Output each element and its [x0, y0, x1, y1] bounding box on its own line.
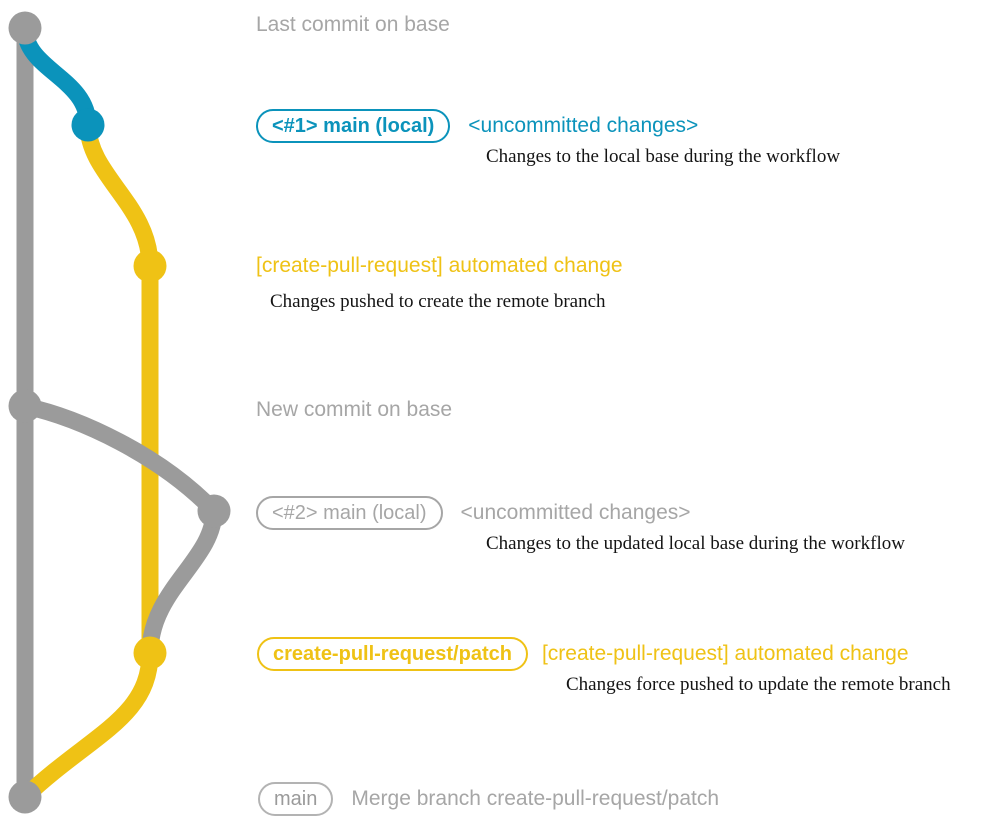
automated-change-2-subtext: Changes force pushed to update the remot…	[566, 674, 951, 695]
automated-change-1-subtext: Changes pushed to create the remote bran…	[270, 291, 606, 312]
node-local-commit-2[interactable]	[197, 494, 231, 528]
node-patch-commit-2[interactable]	[133, 636, 167, 670]
entry-automated-change-1: [create-pull-request] automated change	[256, 254, 623, 278]
node-base-new-commit[interactable]	[8, 389, 42, 423]
base-to-local1-edge	[16, 19, 97, 134]
merge-commit-headline: Merge branch create-pull-request/patch	[351, 787, 720, 810]
local-change-1-subtext: Changes to the local base during the wor…	[486, 146, 841, 167]
node-patch-commit-1[interactable]	[133, 249, 167, 283]
entry-new-commit-on-base: New commit on base	[256, 398, 452, 422]
branch-badge-main-local-2[interactable]: <#2> main (local)	[256, 496, 443, 530]
entry-local-change-1: <#1> main (local) <uncommitted changes>	[256, 109, 698, 143]
local-change-2-headline: <uncommitted changes>	[460, 501, 691, 524]
automated-change-2-headline: [create-pull-request] automated change	[541, 642, 909, 665]
last-commit-on-base-label: Last commit on base	[256, 13, 450, 36]
local1-to-patch-edge	[79, 116, 159, 662]
entry-local-change-2: <#2> main (local) <uncommitted changes>	[256, 496, 691, 530]
entry-merge-commit: main Merge branch create-pull-request/pa…	[258, 782, 719, 816]
node-base-head-commit[interactable]	[8, 11, 42, 45]
entry-automated-change-2: create-pull-request/patch [create-pull-r…	[257, 637, 909, 671]
base-to-local2-to-patch-edge	[16, 397, 223, 662]
git-commit-graph	[8, 11, 231, 814]
branch-badge-create-pull-request-patch[interactable]: create-pull-request/patch	[257, 637, 528, 671]
node-base-merge-commit[interactable]	[8, 780, 42, 814]
automated-change-1-headline: [create-pull-request] automated change	[256, 254, 623, 277]
local-change-2-subtext: Changes to the updated local base during…	[486, 533, 905, 554]
branch-badge-main-local-1[interactable]: <#1> main (local)	[256, 109, 451, 143]
entry-last-commit-on-base: Last commit on base	[256, 13, 450, 37]
branch-badge-main[interactable]: main	[258, 782, 334, 816]
patch-to-merge-edge	[16, 644, 159, 806]
node-local-commit-1[interactable]	[71, 108, 105, 142]
local-change-1-headline: <uncommitted changes>	[468, 114, 699, 137]
new-commit-on-base-label: New commit on base	[256, 398, 453, 421]
